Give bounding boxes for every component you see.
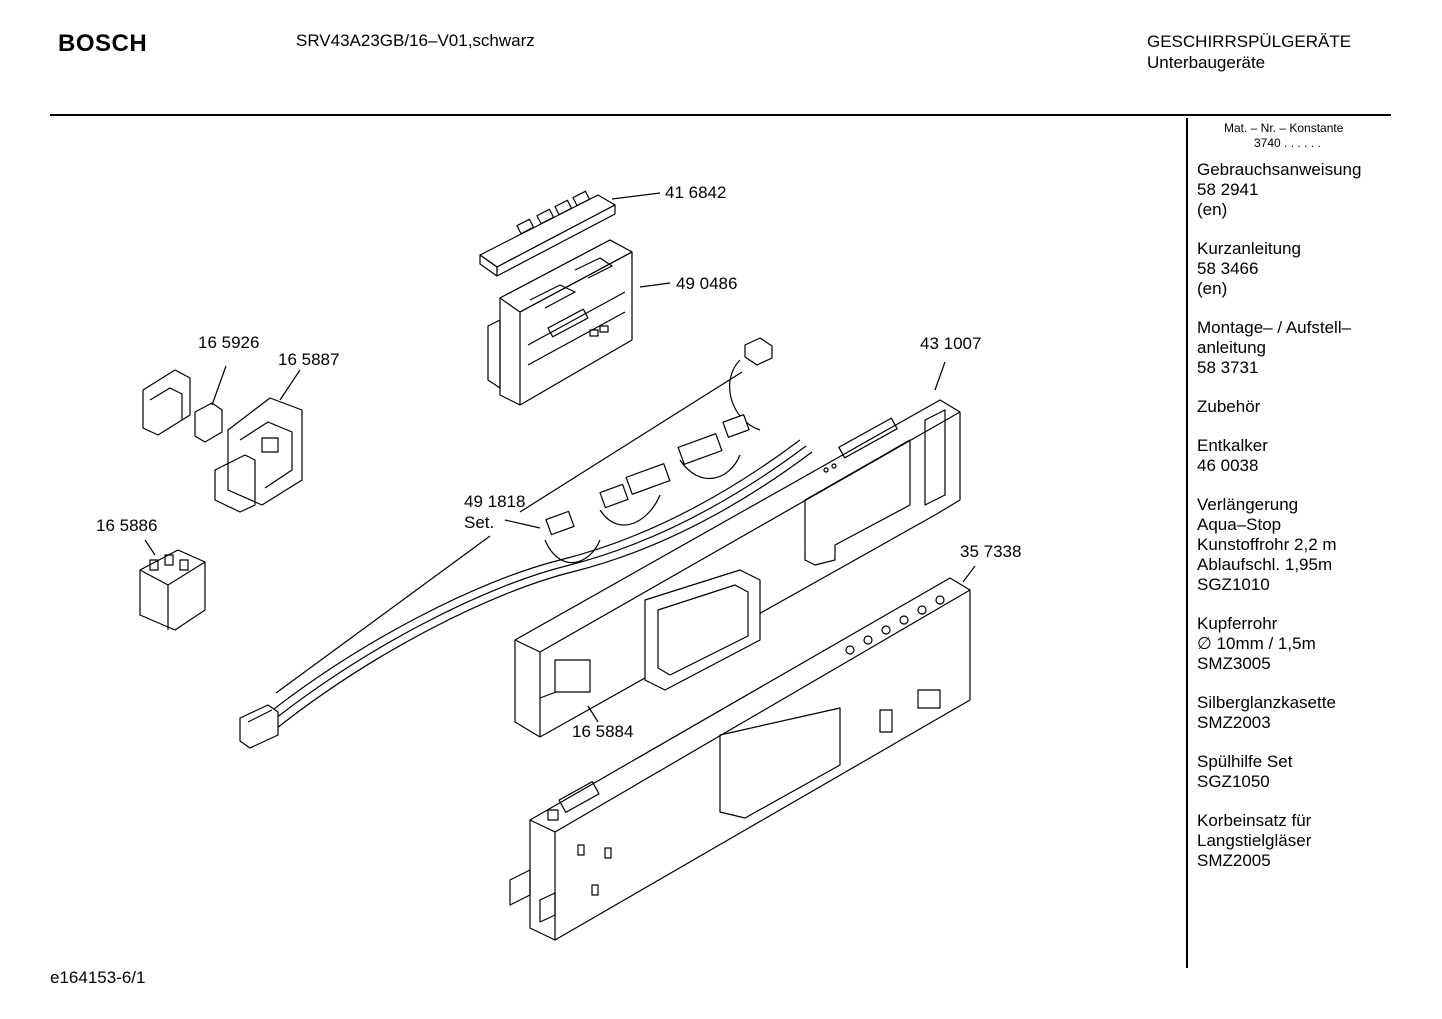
- part-label-165886: 16 5886: [96, 516, 158, 535]
- accessory-line: SMZ2003: [1197, 713, 1271, 732]
- accessory-line: Ablaufschl. 1,95m: [1197, 555, 1333, 574]
- category-title: GESCHIRRSPÜLGERÄTE Unterbaugeräte: [1147, 31, 1351, 73]
- accessory-line: SGZ1010: [1197, 575, 1270, 594]
- accessory-line: (en): [1197, 279, 1228, 298]
- accessory-line: Korbeinsatz für: [1197, 811, 1312, 830]
- accessory-list: Gebrauchsanweisung 58 2941 (en) Kurzanle…: [1197, 160, 1361, 890]
- part-label-491818: 49 1818: [464, 492, 526, 511]
- material-constant-value: 3740 . . . . . .: [1254, 136, 1321, 150]
- accessory-line: 58 3466: [1197, 259, 1259, 278]
- category-line-1: GESCHIRRSPÜLGERÄTE: [1147, 32, 1352, 51]
- accessory-line: Gebrauchsanweisung: [1197, 160, 1362, 179]
- header-divider: [50, 114, 1391, 116]
- accessory-line: Silberglanzkasette: [1197, 693, 1336, 712]
- accessory-block: Entkalker 46 0038: [1197, 436, 1361, 476]
- part-label-165884: 16 5884: [572, 722, 634, 741]
- accessory-line: anleitung: [1197, 338, 1267, 357]
- accessory-block: Spülhilfe Set SGZ1050: [1197, 752, 1361, 792]
- accessory-line: Kupferrohr: [1197, 614, 1278, 633]
- part-label-431007: 43 1007: [920, 334, 982, 353]
- material-constant: Mat. – Nr. – Konstante 3740 . . . . . .: [1224, 121, 1343, 151]
- accessory-block: Zubehör: [1197, 397, 1361, 417]
- accessory-line: Spülhilfe Set: [1197, 752, 1293, 771]
- accessory-block: Kurzanleitung 58 3466 (en): [1197, 239, 1361, 299]
- accessory-line: Kurzanleitung: [1197, 239, 1301, 258]
- material-constant-label: Mat. – Nr. – Konstante: [1224, 121, 1344, 135]
- category-line-2: Unterbaugeräte: [1147, 53, 1266, 72]
- accessory-block: Korbeinsatz für Langstielgläser SMZ2005: [1197, 811, 1361, 871]
- accessory-block: Montage– / Aufstell– anleitung 58 3731: [1197, 318, 1361, 378]
- accessory-line: Montage– / Aufstell–: [1197, 318, 1352, 337]
- accessory-block: Verlängerung Aqua–Stop Kunstoffrohr 2,2 …: [1197, 495, 1361, 595]
- accessory-line: (en): [1197, 200, 1228, 219]
- part-label-491818-set: Set.: [464, 513, 495, 532]
- inner-panel-part: [509, 565, 976, 941]
- accessory-line: Aqua–Stop: [1197, 515, 1282, 534]
- brand-logo: BOSCH: [58, 30, 148, 57]
- part-label-416842: 41 6842: [665, 183, 727, 202]
- part-label-490486: 49 0486: [676, 274, 738, 293]
- accessory-line: Zubehör: [1197, 397, 1261, 416]
- accessory-line: SGZ1050: [1197, 772, 1270, 791]
- accessory-block: Gebrauchsanweisung 58 2941 (en): [1197, 160, 1361, 220]
- exploded-view-drawing: [139, 190, 976, 941]
- accessory-line: Entkalker: [1197, 436, 1268, 455]
- model-number: SRV43A23GB/16–V01,schwarz: [296, 31, 535, 50]
- accessory-line: Kunstoffrohr 2,2 m: [1197, 535, 1337, 554]
- accessory-line: Verlängerung: [1197, 495, 1299, 514]
- control-panel-frame-part: [514, 361, 961, 738]
- part-label-165926: 16 5926: [198, 333, 260, 352]
- accessory-line: 58 2941: [1197, 180, 1259, 199]
- button-strip-part: [479, 190, 661, 277]
- accessory-block: Silberglanzkasette SMZ2003: [1197, 693, 1361, 733]
- accessory-line: 46 0038: [1197, 456, 1259, 475]
- accessory-line: 58 3731: [1197, 358, 1259, 377]
- part-label-357338: 35 7338: [960, 542, 1022, 561]
- accessory-line: SMZ2005: [1197, 851, 1271, 870]
- relay-block-part: [139, 539, 206, 631]
- accessory-block: Kupferrohr ∅ 10mm / 1,5m SMZ3005: [1197, 614, 1361, 674]
- sidebar-divider: [1186, 118, 1188, 968]
- part-label-165887: 16 5887: [278, 350, 340, 369]
- accessory-line: SMZ3005: [1197, 654, 1271, 673]
- control-module-part: [487, 239, 671, 406]
- accessory-line: Langstielgläser: [1197, 831, 1312, 850]
- drawing-id: e164153-6/1: [50, 968, 146, 987]
- wiring-harness-part: [239, 337, 813, 749]
- accessory-line: ∅ 10mm / 1,5m: [1197, 634, 1316, 653]
- relay-bracket-part: [142, 365, 303, 513]
